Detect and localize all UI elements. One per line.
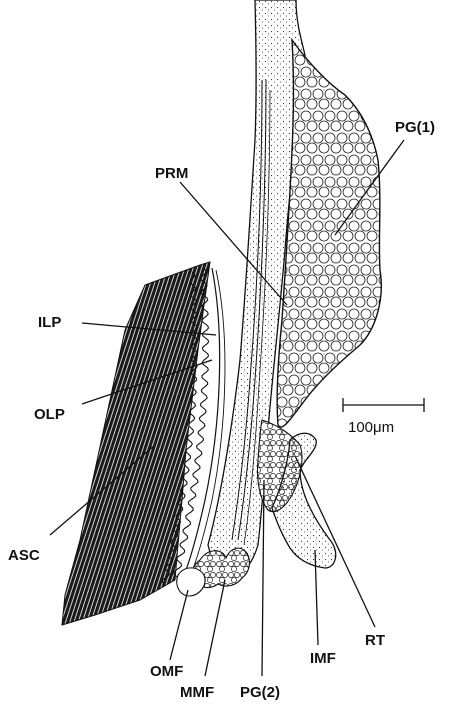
label-omf: OMF (150, 663, 183, 680)
omf-fold (177, 568, 205, 596)
label-asc: ASC (8, 547, 40, 564)
label-prm: PRM (155, 165, 188, 182)
leader-mmf (205, 580, 225, 676)
label-olp: OLP (34, 406, 65, 423)
label-rt: RT (365, 632, 385, 649)
label-pg1: PG(1) (395, 119, 435, 136)
label-imf: IMF (310, 650, 336, 667)
scale-bar: 100μm (343, 398, 424, 436)
leader-omf (170, 590, 188, 660)
label-pg2: PG(2) (240, 684, 280, 701)
leader-pg2 (262, 480, 264, 676)
scale-bar-label: 100μm (348, 419, 394, 436)
label-mmf: MMF (180, 684, 214, 701)
pg1-gland (277, 40, 381, 427)
label-ilp: ILP (38, 314, 61, 331)
